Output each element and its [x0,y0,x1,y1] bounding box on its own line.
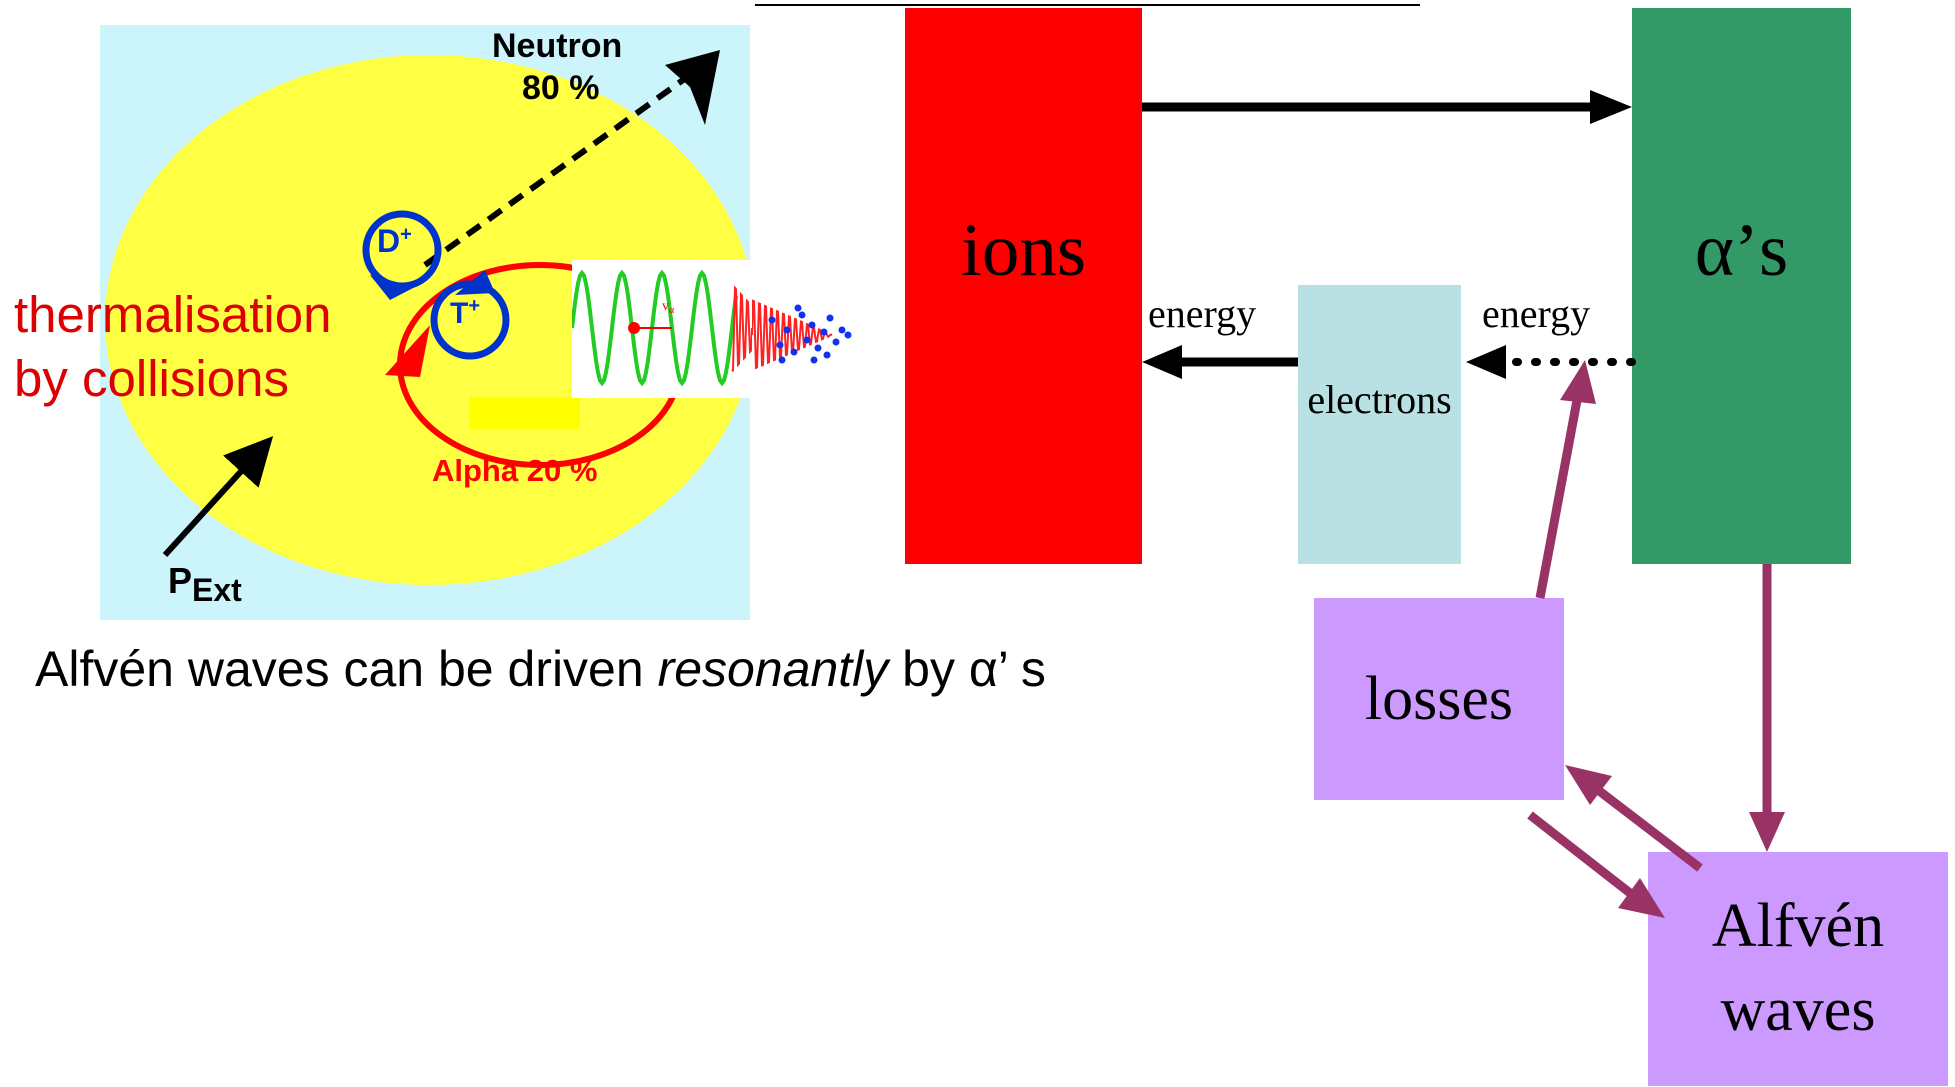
pext-arrow [162,436,274,558]
particle-dot [832,338,840,346]
particle-dot [838,326,846,334]
particle-dot [826,314,834,322]
deuteron-arrow [370,275,415,300]
alfven-wave-curve [572,269,738,387]
particle-dot [776,341,784,349]
thermalisation-label: thermalisation by collisions [14,283,331,411]
thermalisation-line2: by collisions [14,349,289,407]
wave-particle-inset: vα [572,260,752,398]
landau-wave-curve [731,285,752,372]
particle-dot [794,304,802,312]
particle-dot [798,311,806,319]
pext-label: PExt [168,560,242,609]
caption-emphasis: resonantly [657,641,889,697]
wave-overflow-drawing [752,299,852,370]
particle-dot [810,356,818,364]
alfven-waves-box: Alfvén waves [1648,852,1948,1086]
caption-prefix: Alfvén waves can be driven [35,641,658,697]
neutron-label: Neutron [492,27,623,65]
thermalisation-line1: thermalisation [14,286,332,343]
alpha-orbit-arrowhead [385,325,430,377]
landau-wave-tail [752,299,833,370]
triton-arrow [455,270,495,295]
velocity-label: vα [662,299,675,316]
losses-box: losses [1314,598,1564,800]
particle-dot [803,336,811,344]
highlight-patch [470,397,580,429]
particle-dot [783,326,791,334]
alpha-percent-label: Alpha 20 % [432,453,598,488]
losses-to-electrons-arrow [1535,394,1583,599]
neutron-percent: 80 % [522,69,600,107]
neutron-arrowhead [665,50,720,125]
triton-label: T+ [450,295,481,330]
particle-dot [768,316,776,324]
losses-to-alfven-arrow [1527,811,1633,897]
alphas-box: α’s [1632,8,1851,564]
deuteron-label: D+ [377,223,412,259]
alfven-line2: waves [1720,976,1876,1044]
energy-label-left: energy [1148,291,1257,336]
losses-to-electrons-arrowhead [1560,360,1596,404]
particle-dot [778,356,786,364]
particle-dot [844,331,852,339]
energy-label-right: energy [1482,291,1591,336]
neutron-path [423,72,692,268]
alfven-to-losses-arrowhead [1565,765,1612,805]
electrons-to-ions-arrowhead [1142,345,1182,379]
fusion-figure-drawing [105,50,750,585]
particle-dot [823,351,831,359]
wave-drawing: vα [572,269,752,387]
particle-dot [808,321,816,329]
ions-to-alphas-arrowhead [1590,90,1632,124]
particle-dot [820,328,828,336]
caption-suffix: by α’ s [888,641,1046,697]
electrons-box: electrons [1298,285,1461,564]
caption: Alfvén waves can be driven resonantly by… [35,640,1046,698]
particle-dot [790,348,798,356]
particle-dot [814,344,822,352]
wave-overflow [752,290,872,380]
alphas-to-alfven-arrowhead [1749,812,1785,852]
alfven-line1: Alfvén [1711,892,1885,961]
top-rule [755,4,1420,6]
ions-box: ions [905,8,1142,564]
alphas-to-electrons-arrowhead [1466,345,1506,379]
